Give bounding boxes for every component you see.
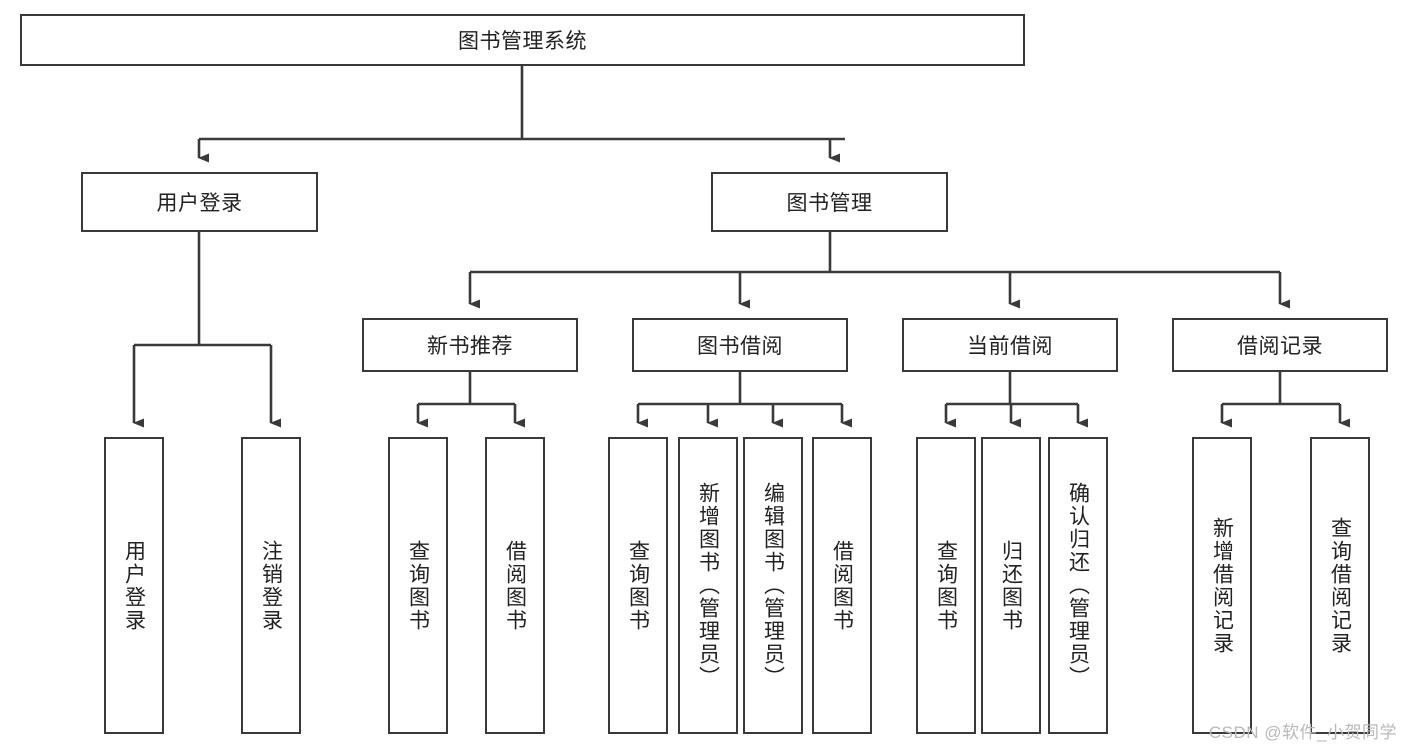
- node-label: 图书借阅: [697, 335, 783, 358]
- node-label: 用户登录: [122, 539, 146, 632]
- node-leaf-query-book-recommend[interactable]: 查询图书: [388, 437, 448, 734]
- node-label: 当前借阅: [967, 335, 1053, 358]
- node-leaf-edit-book-admin[interactable]: 编辑图书（管理员）: [743, 437, 803, 734]
- node-leaf-query-book-borrow[interactable]: 查询图书: [608, 437, 668, 734]
- node-label: 注销登录: [259, 539, 283, 632]
- edges-root-to-level2: [197, 66, 845, 163]
- edges-book-management-to-level3: [468, 232, 1290, 309]
- node-root-book-management-system[interactable]: 图书管理系统: [20, 14, 1025, 66]
- node-label: 确认归还（管理员）: [1066, 482, 1090, 689]
- node-leaf-add-book-admin[interactable]: 新增图书（管理员）: [678, 437, 738, 734]
- node-leaf-logout-login[interactable]: 注销登录: [241, 437, 301, 734]
- node-label: 新书推荐: [427, 335, 513, 358]
- node-current-borrow[interactable]: 当前借阅: [902, 318, 1118, 372]
- csdn-watermark: CSDN @软件_小贺同学: [1208, 723, 1397, 742]
- node-borrow-record[interactable]: 借阅记录: [1172, 318, 1388, 372]
- node-label: 借阅图书: [830, 539, 854, 632]
- node-label: 归还图书: [999, 539, 1023, 632]
- node-label: 编辑图书（管理员）: [761, 482, 785, 689]
- node-leaf-user-login[interactable]: 用户登录: [104, 437, 164, 734]
- node-label: 图书管理系统: [458, 30, 587, 53]
- node-leaf-borrow-book-recommend[interactable]: 借阅图书: [485, 437, 545, 734]
- node-label: 查询图书: [934, 539, 958, 632]
- node-label: 新增借阅记录: [1210, 516, 1234, 655]
- node-label: 查询借阅记录: [1328, 516, 1352, 655]
- node-label: 用户登录: [156, 192, 243, 215]
- node-label: 新增图书（管理员）: [696, 482, 720, 689]
- edges-new-book-recommend-to-leaves: [416, 372, 525, 428]
- node-label: 借阅记录: [1237, 335, 1323, 358]
- node-book-borrow[interactable]: 图书借阅: [632, 318, 848, 372]
- node-leaf-add-borrow-record[interactable]: 新增借阅记录: [1192, 437, 1252, 734]
- node-label: 图书管理: [786, 192, 873, 215]
- edges-current-borrow-to-leaves: [944, 372, 1088, 428]
- edges-user-login-to-leaves: [132, 232, 281, 428]
- node-leaf-confirm-return-admin[interactable]: 确认归还（管理员）: [1048, 437, 1108, 734]
- node-label: 查询图书: [626, 539, 650, 632]
- node-leaf-query-borrow-record[interactable]: 查询借阅记录: [1310, 437, 1370, 734]
- node-new-book-recommend[interactable]: 新书推荐: [362, 318, 578, 372]
- edges-borrow-record-to-leaves: [1220, 372, 1350, 428]
- node-leaf-borrow-book[interactable]: 借阅图书: [812, 437, 872, 734]
- node-leaf-query-book-current[interactable]: 查询图书: [916, 437, 976, 734]
- node-leaf-return-book[interactable]: 归还图书: [981, 437, 1041, 734]
- node-label: 查询图书: [406, 539, 430, 632]
- node-user-login[interactable]: 用户登录: [81, 172, 318, 232]
- node-label: 借阅图书: [503, 539, 527, 632]
- edges-book-borrow-to-leaves: [636, 372, 852, 428]
- node-book-management[interactable]: 图书管理: [711, 172, 948, 232]
